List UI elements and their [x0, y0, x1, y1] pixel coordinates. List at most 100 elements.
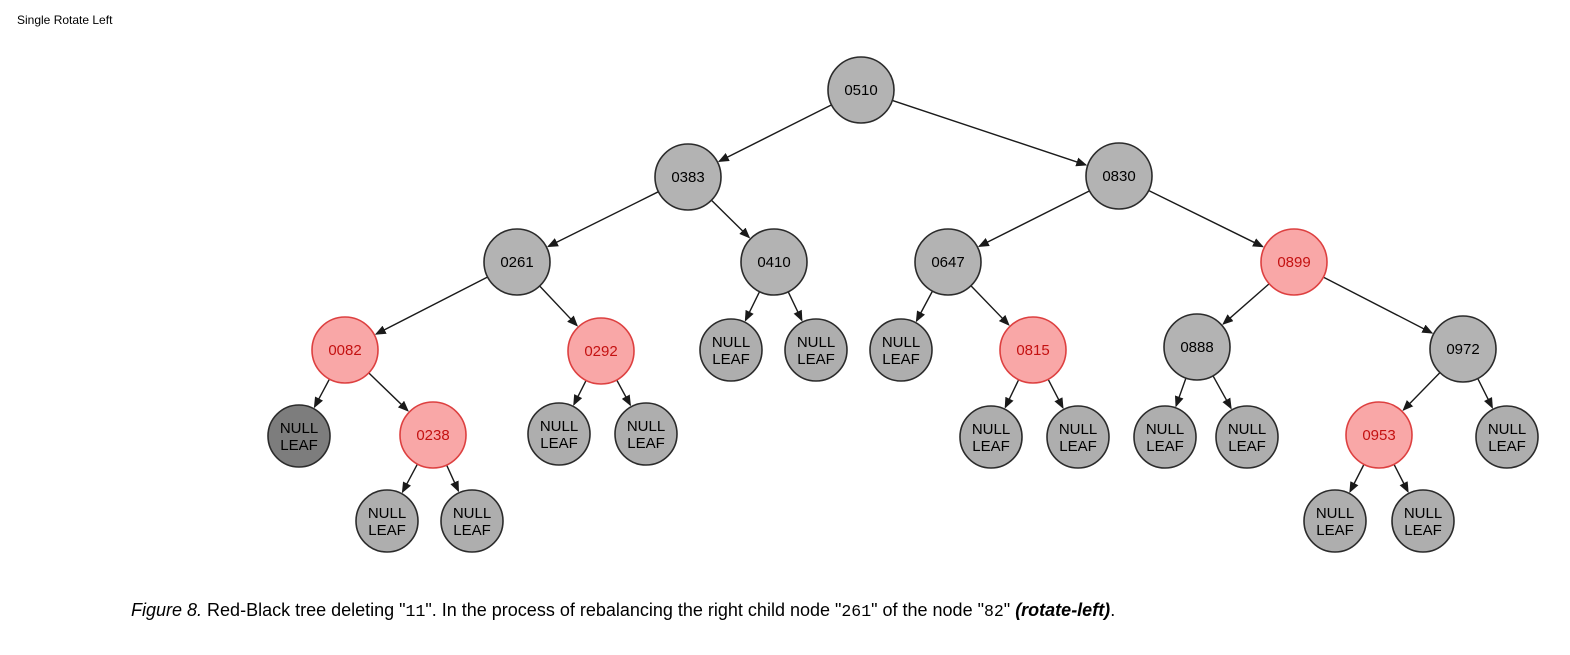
- tree-edge-0953-null-953R: [1393, 464, 1409, 493]
- node-circle: [1046, 405, 1110, 469]
- node-label: 0410: [757, 254, 790, 271]
- node-circle: [1215, 405, 1279, 469]
- caption-segment: 11: [405, 602, 426, 621]
- node-circle: [1260, 228, 1328, 296]
- node-circle: [527, 402, 591, 466]
- node-circle: [1303, 489, 1367, 553]
- tree-node-0899: 0899: [1260, 228, 1328, 296]
- tree-edge-0647-0815: [970, 285, 1010, 326]
- node-circle: [311, 316, 379, 384]
- node-circle: [1133, 405, 1197, 469]
- node-circle: [567, 317, 635, 385]
- node-circle: [355, 489, 419, 553]
- caption-segment: " of the node ": [871, 600, 984, 620]
- tree-edges: [313, 99, 1493, 494]
- tree-edge-0082-0238: [368, 372, 409, 412]
- node-circle: [1345, 401, 1413, 469]
- tree-node-0410: 0410: [740, 228, 808, 296]
- node-label: 0953: [1362, 427, 1395, 444]
- node-circle: [699, 318, 763, 382]
- tree-edge-0238-null-238L: [401, 463, 419, 494]
- tree-edge-0953-null-953L: [1349, 464, 1365, 493]
- tree-edge-0815-null-815L: [1004, 379, 1020, 409]
- node-label: 0647: [931, 254, 964, 271]
- tree-edge-0292-null-292L: [573, 380, 587, 406]
- caption-segment: Red-Black tree deleting ": [202, 600, 406, 620]
- node-circle: [959, 405, 1023, 469]
- caption-segment: 261: [841, 602, 872, 621]
- node-label: 0383: [671, 169, 704, 186]
- node-circle: [827, 56, 895, 124]
- caption-segment: ". In the process of rebalancing the rig…: [425, 600, 842, 620]
- tree-edge-0899-0972: [1323, 276, 1434, 334]
- tree-edge-0888-null-888L: [1174, 377, 1187, 408]
- node-label: 0830: [1102, 168, 1135, 185]
- tree-node-0383: 0383: [654, 143, 722, 211]
- node-circle: [999, 316, 1067, 384]
- node-circle: [267, 404, 331, 468]
- tree-node-0888: 0888: [1163, 313, 1231, 381]
- tree-node-0292: 0292: [567, 317, 635, 385]
- node-circle: [614, 402, 678, 466]
- figure-caption: Figure 8. Red-Black tree deleting "11". …: [131, 600, 1115, 621]
- node-circle: [1085, 142, 1153, 210]
- tree-edge-0830-0899: [1148, 189, 1264, 248]
- tree-node-0647: 0647: [914, 228, 982, 296]
- node-circle: [399, 401, 467, 469]
- node-label: 0082: [328, 342, 361, 359]
- node-label: 0972: [1446, 341, 1479, 358]
- tree-edge-0510-0383: [717, 104, 832, 162]
- tree-node-0510: 0510: [827, 56, 895, 124]
- tree-edge-0888-null-888R: [1212, 375, 1232, 410]
- node-label: 0261: [500, 254, 533, 271]
- diagram-title: Single Rotate Left: [17, 13, 113, 27]
- node-circle: [1429, 315, 1497, 383]
- tree-node-0830: 0830: [1085, 142, 1153, 210]
- tree-node-0261: 0261: [483, 228, 551, 296]
- tree-edge-0261-0082: [374, 276, 488, 335]
- tree-edge-0383-0410: [710, 199, 751, 239]
- node-label: 0238: [416, 427, 449, 444]
- node-circle: [1163, 313, 1231, 381]
- node-label: 0292: [584, 343, 617, 360]
- node-circle: [740, 228, 808, 296]
- tree-edge-0238-null-238R: [445, 464, 460, 493]
- tree-edge-0647-null-647L: [915, 290, 934, 323]
- tree-node-0815: 0815: [999, 316, 1067, 384]
- caption-segment: .: [1110, 600, 1116, 620]
- node-circle: [914, 228, 982, 296]
- tree-node-0953: 0953: [1345, 401, 1413, 469]
- node-circle: [1391, 489, 1455, 553]
- node-circle: [440, 489, 504, 553]
- tree-edge-0899-0888: [1222, 283, 1270, 325]
- caption-segment: Figure 8.: [131, 600, 203, 620]
- tree-edge-0410-null-410L: [744, 291, 761, 322]
- tree-node-0238: 0238: [399, 401, 467, 469]
